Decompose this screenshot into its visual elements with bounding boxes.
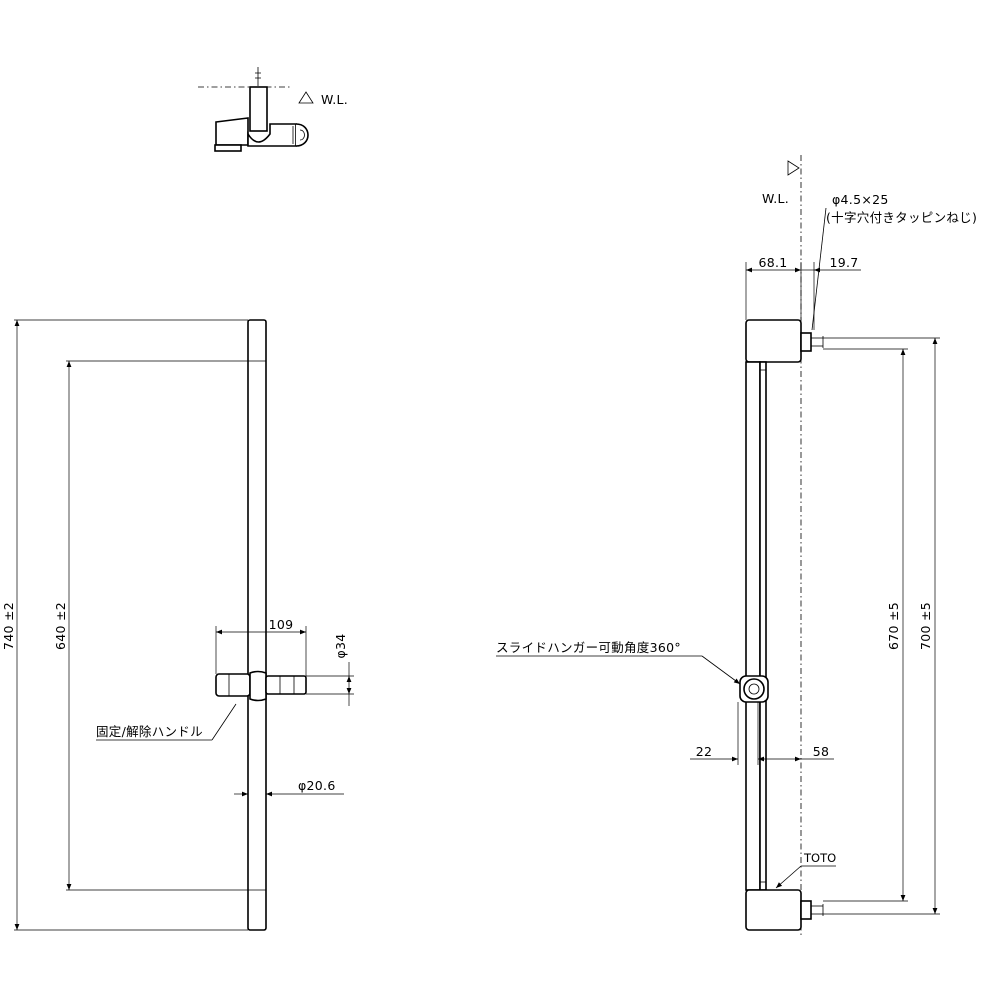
bar-length-label: 640 ±2 xyxy=(53,602,68,650)
front-view: 740 ±2 640 ±2 109 φ34 固定/解除ハンドル φ20.6 xyxy=(1,319,354,931)
brand-leader xyxy=(775,865,802,889)
wl-triangle-icon xyxy=(787,160,800,176)
hanger-handle xyxy=(215,673,251,697)
top-hook xyxy=(295,123,309,147)
side-bar-rail xyxy=(759,361,767,891)
top-clamp-left xyxy=(215,117,249,146)
slide-hanger-side xyxy=(739,675,769,703)
screw-type-label: (十字穴付きタッピンねじ) xyxy=(826,210,977,225)
front-label: 22 xyxy=(696,744,713,759)
wl-triangle-icon xyxy=(298,91,314,104)
slide-bar xyxy=(247,319,267,931)
hanger-rotation-leader xyxy=(701,655,741,685)
pitch-outer-label: 700 ±5 xyxy=(918,602,933,650)
handle-label: 固定/解除ハンドル xyxy=(96,724,203,739)
hanger-width-label: 109 xyxy=(269,617,294,632)
top-view: W.L. xyxy=(198,67,348,152)
side-bar xyxy=(745,361,761,891)
screw-spec-label: φ4.5×25 xyxy=(832,192,889,207)
top-wl-label: W.L. xyxy=(321,92,348,107)
offset-label: 68.1 xyxy=(758,255,787,270)
hanger-rotation-label: スライドハンガー可動角度360° xyxy=(496,640,681,655)
side-view: W.L. φ4.5×25 (十字穴付きタッピンねじ) 68.1 19.7 xyxy=(496,155,977,935)
back-label: 58 xyxy=(813,744,830,759)
pipe-diameter-label: φ20.6 xyxy=(298,778,336,793)
side-wl-label: W.L. xyxy=(762,191,789,206)
total-length-label: 740 ±2 xyxy=(1,602,16,650)
top-bracket-stem xyxy=(249,86,268,132)
bottom-bracket xyxy=(745,889,802,931)
bottom-screw-head xyxy=(800,900,812,920)
hanger-diameter-label: φ34 xyxy=(333,633,348,658)
depth-label: 19.7 xyxy=(829,255,858,270)
slide-hanger-front xyxy=(215,670,307,702)
handle-leader xyxy=(211,703,237,741)
top-screw-head xyxy=(800,332,812,352)
brand-label: TOTO xyxy=(803,851,836,865)
top-bracket xyxy=(745,319,802,363)
pitch-inner-label: 670 ±5 xyxy=(886,602,901,650)
hanger-holder xyxy=(265,675,307,695)
